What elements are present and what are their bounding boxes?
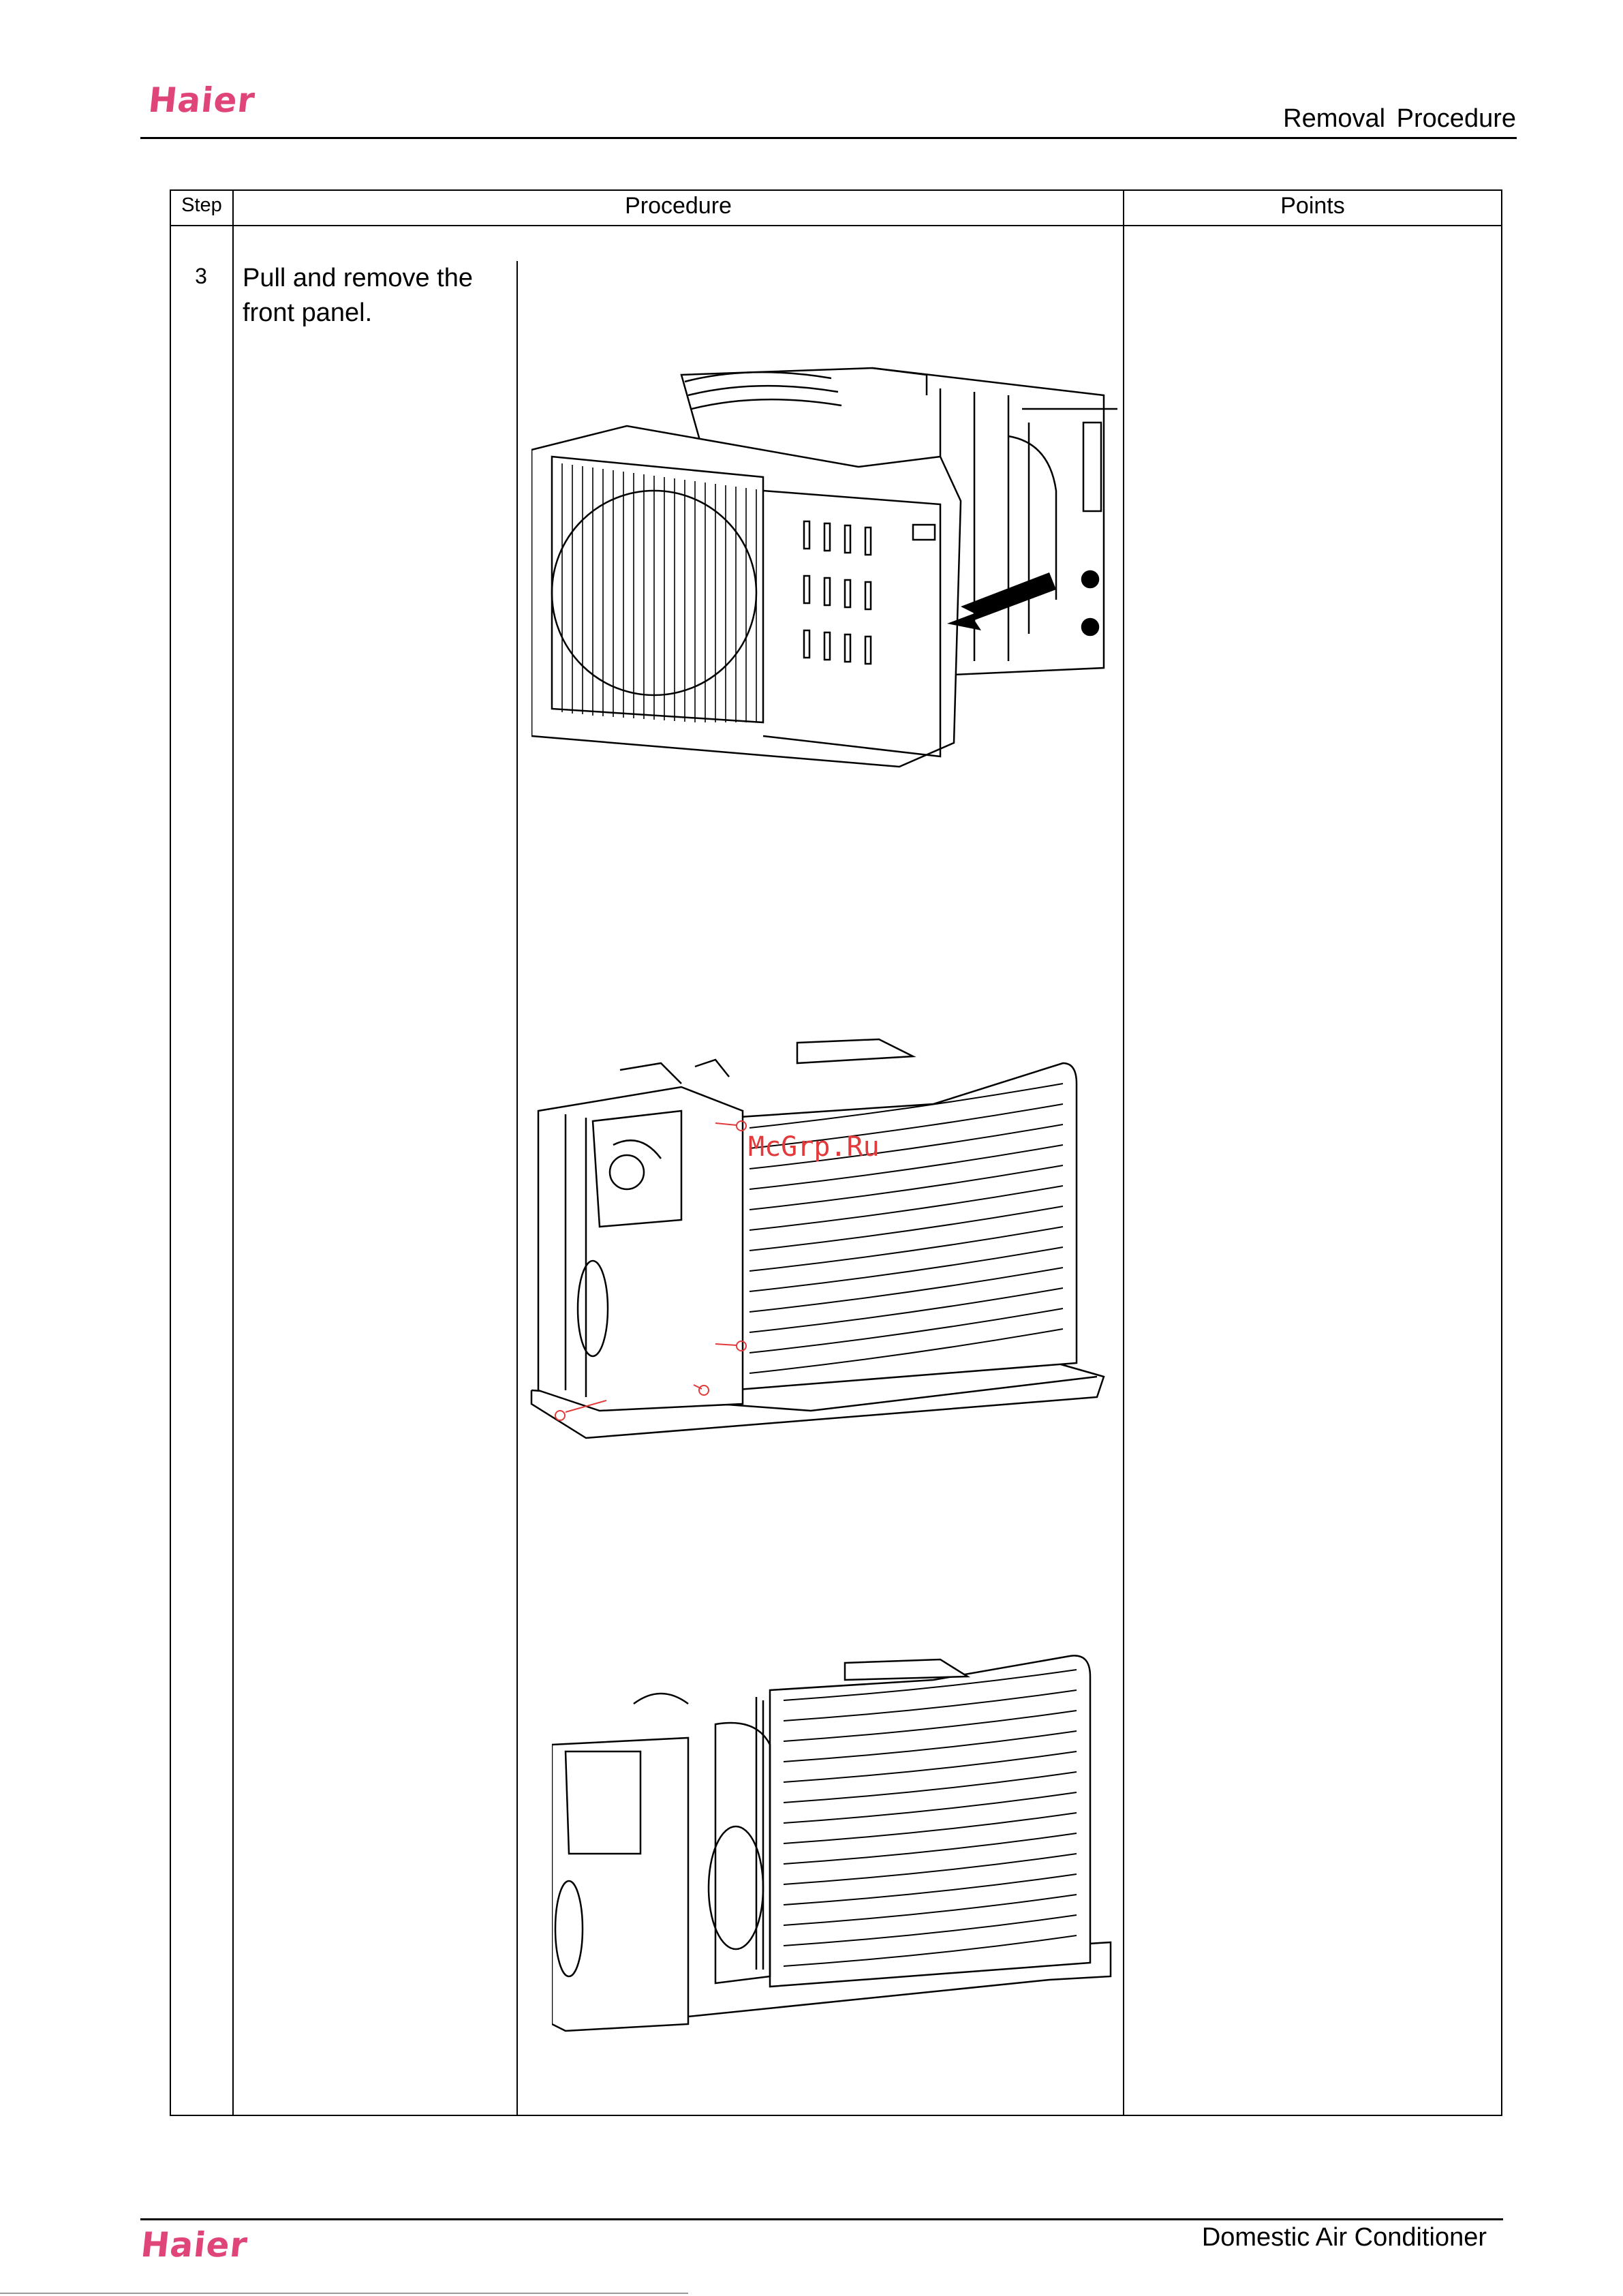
footer-rule [140, 2218, 1503, 2220]
page-footer-title: Domestic Air Conditioner [1202, 2223, 1487, 2252]
header-rule [140, 137, 1517, 139]
watermark-text: McGrp.Ru [748, 1131, 880, 1163]
column-divider-instruction [516, 261, 518, 2116]
column-header-procedure: Procedure [234, 193, 1123, 219]
footer-edge-line [0, 2293, 688, 2294]
outdoor-unit-condenser-side-with-screws-icon [525, 1009, 1124, 1472]
table-header-rule [170, 225, 1502, 226]
haier-logo-footer: Haier [139, 2225, 249, 2265]
step-number: 3 [184, 264, 218, 289]
outdoor-unit-panel-removed-icon [552, 1642, 1124, 2051]
column-divider-step [232, 189, 234, 2116]
page-header-title: Removal Procedure [1283, 104, 1516, 134]
outdoor-unit-front-panel-removal-icon [531, 354, 1117, 791]
column-header-step: Step [171, 194, 232, 217]
step-instruction: Pull and remove the front panel. [243, 261, 501, 331]
haier-logo: Haier [146, 80, 257, 120]
column-header-points: Points [1124, 193, 1501, 219]
